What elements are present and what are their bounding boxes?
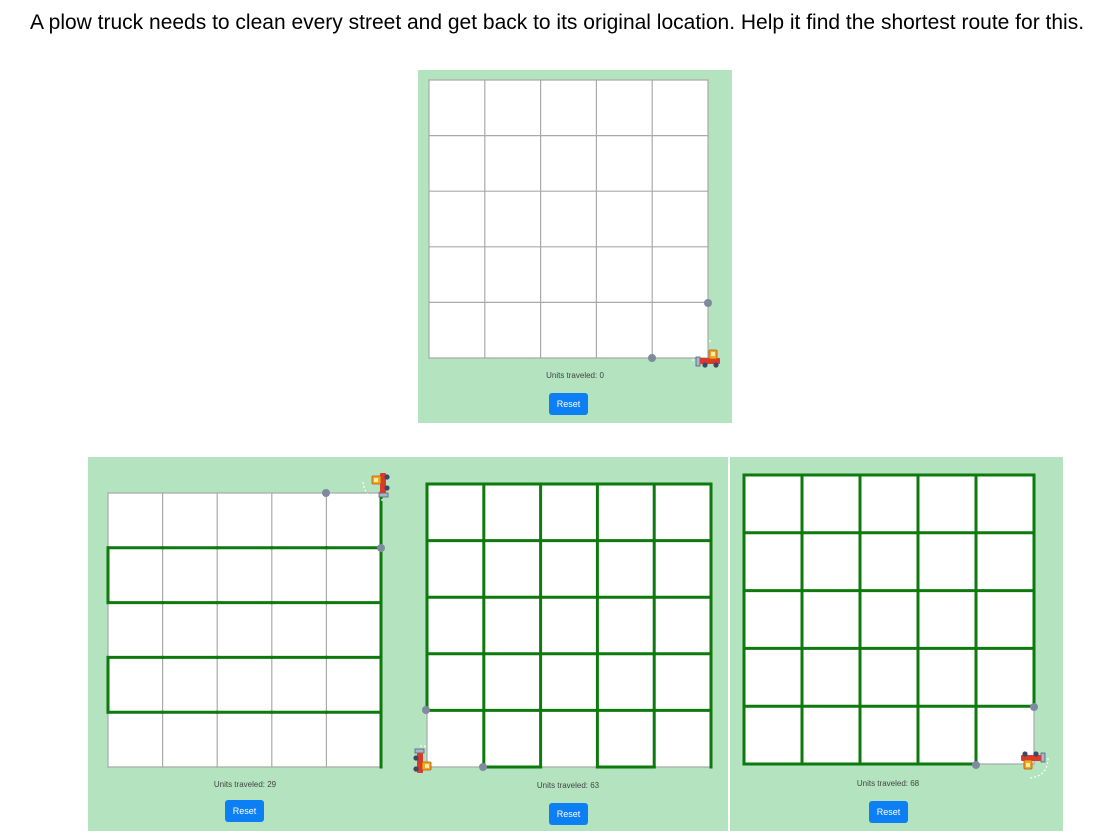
puzzle-panel-attempt-1: Units traveled: 29 Reset [88,457,408,831]
plow-truck-icon[interactable] [692,340,720,368]
panel-divider [728,457,730,831]
reset-button[interactable]: Reset [549,803,588,825]
units-traveled-label: Units traveled: 29 [213,780,277,789]
intersection-marker [479,763,487,771]
intersection-marker [1030,703,1038,711]
puzzle-panel-attempt-3: Units traveled: 68 Reset [730,457,1063,831]
puzzle-panel-initial: Units traveled: 0 Reset [418,70,732,423]
reset-button[interactable]: Reset [549,393,588,415]
street-grid[interactable] [730,457,1063,831]
street-grid[interactable] [88,457,408,831]
plow-truck-icon[interactable] [413,745,441,773]
units-traveled-label: Units traveled: 63 [536,781,600,790]
plow-truck-icon[interactable] [1021,751,1049,779]
intersection-marker [322,489,330,497]
intersection-marker [422,706,430,714]
grid-background [108,493,381,767]
units-traveled-label: Units traveled: 0 [546,371,604,380]
units-traveled-label: Units traveled: 68 [856,779,920,788]
instruction-text: A plow truck needs to clean every street… [29,11,1085,34]
street-grid[interactable] [408,457,728,831]
grid-background [744,475,1034,764]
reset-button[interactable]: Reset [225,800,264,822]
grid-background [427,484,711,767]
intersection-marker [972,761,980,769]
reset-button[interactable]: Reset [869,801,908,823]
plow-truck-icon[interactable] [362,473,390,501]
street-grid[interactable] [418,70,732,423]
intersection-marker [648,354,656,362]
puzzle-panel-attempt-2: Units traveled: 63 Reset [408,457,728,831]
intersection-marker [704,299,712,307]
grid-background [429,80,708,358]
intersection-marker [377,544,385,552]
